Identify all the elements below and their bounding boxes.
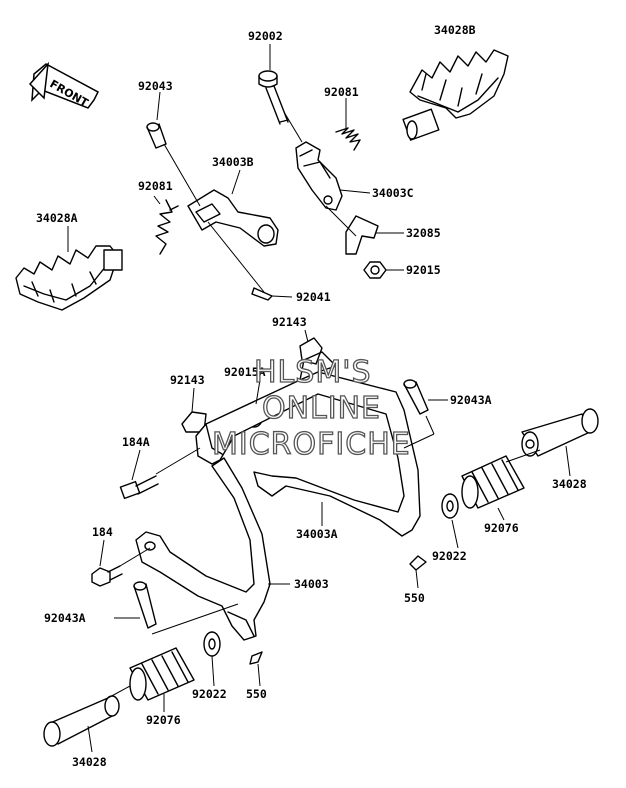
pin-92043-top-part [146, 122, 167, 149]
pin-92043A-right-part [403, 379, 429, 415]
rubber-92076-right-part [461, 455, 525, 509]
label-92002: 92002 [248, 29, 283, 43]
label-34003: 34003 [294, 577, 329, 591]
nut-92015-part [363, 261, 387, 279]
label-92015A: 92015A [224, 365, 266, 379]
label-34003B: 34003B [212, 155, 254, 169]
bracket-34003B-part [187, 189, 279, 247]
bracket-34003C-part [295, 141, 343, 211]
shaft-34028-bottom-part [43, 695, 120, 747]
bolt-184A-part [119, 475, 159, 500]
label-92043A-right: 92043A [450, 393, 492, 407]
clip-32085-part [345, 215, 379, 255]
label-34003A: 34003A [296, 527, 338, 541]
washer-92022-right-part [441, 493, 459, 519]
leader-lines [67, 44, 571, 753]
label-184A: 184A [122, 435, 150, 449]
cotter-550-bottom-part [249, 651, 263, 665]
label-34028-bottom: 34028 [72, 755, 107, 769]
label-34028B: 34028B [434, 23, 476, 37]
label-92022-bottom: 92022 [192, 687, 227, 701]
label-92143-top: 92143 [272, 315, 307, 329]
label-92081-left: 92081 [138, 179, 173, 193]
spring-92081-left-part [155, 199, 179, 255]
label-92015: 92015 [406, 263, 441, 277]
washer-92022-bottom-part [203, 631, 221, 657]
spring-92081-top-part [335, 127, 361, 151]
watermark-line3: MICROFICHE [212, 427, 411, 462]
label-34003C: 34003C [372, 186, 414, 200]
label-34028-right: 34028 [552, 477, 587, 491]
label-92076-left: 92076 [146, 713, 181, 727]
footpeg-34028B-part [402, 49, 509, 141]
label-32085: 32085 [406, 226, 441, 240]
label-34028A: 34028A [36, 211, 78, 225]
label-92022-right: 92022 [432, 549, 467, 563]
bracket-34003A-part [195, 351, 421, 537]
cotter-550-right-part [409, 555, 427, 571]
watermark: HLSM'S ONLINE MICROFICHE [211, 354, 411, 462]
label-92076-right: 92076 [484, 521, 519, 535]
footpeg-34028A-part [15, 245, 123, 311]
assembly-guide-lines [107, 111, 541, 699]
rubber-92076-left-part [129, 647, 195, 701]
pin-92043A-left-part [133, 581, 157, 629]
label-92041: 92041 [296, 290, 331, 304]
watermark-line2: ONLINE [262, 391, 381, 426]
label-550-right: 550 [404, 591, 425, 605]
clip-92143-left-part [181, 411, 207, 433]
label-550-bottom: 550 [246, 687, 267, 701]
watermark-line1: HLSM'S [254, 355, 372, 390]
shaft-34028-right-part [521, 408, 599, 457]
label-92043A-left: 92043A [44, 611, 86, 625]
bolt-184-part [91, 565, 123, 587]
bracket-34003-part [135, 457, 271, 641]
cotter-92041-part [251, 287, 273, 301]
label-92043-top: 92043 [138, 79, 173, 93]
label-184: 184 [92, 525, 113, 539]
label-92081-top: 92081 [324, 85, 359, 99]
clip-92143-top-part [299, 337, 323, 365]
bolt-92002-part [258, 70, 289, 125]
label-92143-left: 92143 [170, 373, 205, 387]
front-arrow-icon: FRONT [28, 61, 99, 110]
